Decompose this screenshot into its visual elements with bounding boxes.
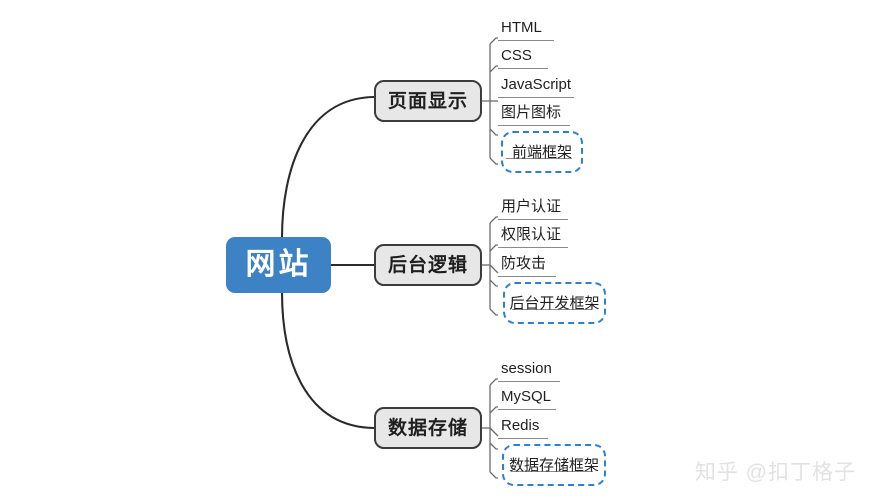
leaf-underline <box>498 219 568 220</box>
leaf-label: session <box>501 360 552 377</box>
topic-node-backend-logic[interactable]: 后台逻辑 <box>374 244 482 286</box>
leaf-underline <box>498 381 560 382</box>
topic-node-data-storage[interactable]: 数据存储 <box>374 407 482 449</box>
dashed-box-frontend-framework[interactable]: 前端框架 <box>501 131 583 173</box>
leaf-connectors-backend-logic <box>482 216 499 316</box>
leaf-connectors-page-display <box>482 37 498 165</box>
leaf-item[interactable] <box>512 289 592 310</box>
leaf-item[interactable]: 用户认证 <box>498 199 568 220</box>
leaf-underline <box>498 409 556 410</box>
leaf-label: HTML <box>501 19 542 36</box>
leaf-item[interactable]: CSS <box>498 48 548 69</box>
leaf-item[interactable] <box>511 451 593 472</box>
leaf-item[interactable]: Redis <box>498 418 548 439</box>
topic-node-page-display[interactable]: 页面显示 <box>374 80 482 122</box>
leaf-underline <box>498 125 570 126</box>
dashed-box-backend-framework[interactable]: 后台开发框架 <box>503 282 606 324</box>
leaf-label: JavaScript <box>501 76 572 93</box>
leaf-underline <box>506 158 572 159</box>
topic-node-label: 数据存储 <box>387 417 468 439</box>
topic-node-label: 页面显示 <box>387 90 468 112</box>
leaf-underline <box>498 40 554 41</box>
leaf-label: CSS <box>501 47 532 64</box>
dashed-box-label: 后台开发框架 <box>509 294 600 312</box>
dashed-box-label: 前端框架 <box>511 143 572 161</box>
connector-root-to-data-storage <box>280 290 376 430</box>
dashed-box-label: 数据存储框架 <box>508 456 599 474</box>
leaf-connectors-data-storage <box>482 378 499 479</box>
leaf-label: 用户认证 <box>501 198 562 215</box>
leaf-underline <box>511 471 593 472</box>
leaf-underline <box>498 97 574 98</box>
leaf-label: MySQL <box>501 388 552 405</box>
root-node-website[interactable]: 网站 <box>226 237 331 293</box>
leaf-item[interactable] <box>506 138 572 159</box>
leaf-label: 防攻击 <box>501 255 547 272</box>
connector-root-to-page-display <box>280 95 376 240</box>
leaf-label: 图片图标 <box>501 104 562 121</box>
leaf-underline <box>498 68 548 69</box>
topic-node-label: 后台逻辑 <box>387 254 468 276</box>
leaf-item[interactable]: 防攻击 <box>498 256 556 277</box>
leaf-label: Redis <box>501 417 540 434</box>
leaf-item[interactable]: 图片图标 <box>498 105 570 126</box>
leaf-underline <box>498 438 548 439</box>
leaf-underline <box>498 276 556 277</box>
leaf-item[interactable]: JavaScript <box>498 77 574 98</box>
leaf-label: 权限认证 <box>501 226 562 243</box>
leaf-item[interactable]: HTML <box>498 20 554 41</box>
leaf-item[interactable]: session <box>498 361 560 382</box>
root-node-label: 网站 <box>245 248 312 281</box>
leaf-item[interactable]: MySQL <box>498 389 556 410</box>
leaf-underline <box>512 309 592 310</box>
dashed-box-data-storage-framework[interactable]: 数据存储框架 <box>502 444 606 486</box>
leaf-item[interactable]: 权限认证 <box>498 227 568 248</box>
watermark: 知乎 @扣丁格子 <box>694 461 856 484</box>
leaf-underline <box>498 247 568 248</box>
